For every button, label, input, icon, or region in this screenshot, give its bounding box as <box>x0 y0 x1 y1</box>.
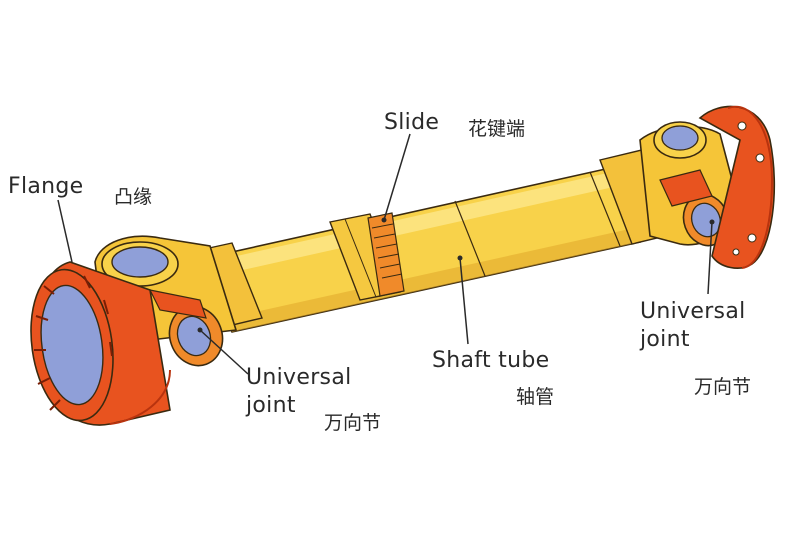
slide-leader-line <box>383 133 411 221</box>
universal-joint-left-line2: joint <box>246 393 296 418</box>
left-joint-leader-line <box>199 329 249 375</box>
leader-lines <box>57 133 713 375</box>
slide-label-zh: 花键端 <box>468 118 526 140</box>
universal-joint-left-line1: Universal <box>246 365 352 390</box>
shaft-tube-leader-line <box>459 257 469 345</box>
universal-joint-left-label: Universal joint <box>246 364 352 420</box>
shaft-tube-graphic <box>199 147 683 333</box>
leader-dots <box>197 217 715 333</box>
right-universal-joint-graphic <box>639 121 741 247</box>
flange-label: Flange <box>8 174 84 199</box>
flange-leader-line <box>57 199 73 263</box>
slide-label: Slide <box>384 110 440 135</box>
shaft-tube-label-zh: 轴管 <box>516 386 555 408</box>
universal-joint-right-line1: Universal <box>640 299 746 324</box>
universal-joint-right-label: Universal joint <box>640 298 746 354</box>
universal-joint-left-label-zh: 万向节 <box>324 412 382 434</box>
left-flange-graphic <box>30 261 171 426</box>
universal-joint-right-label-zh: 万向节 <box>694 376 752 398</box>
universal-joint-right-line2: joint <box>640 327 690 352</box>
right-joint-leader-line <box>707 221 713 295</box>
right-flange-graphic <box>698 105 776 269</box>
shaft-tube-label: Shaft tube <box>432 348 550 373</box>
flange-label-zh: 凸缘 <box>114 186 153 208</box>
